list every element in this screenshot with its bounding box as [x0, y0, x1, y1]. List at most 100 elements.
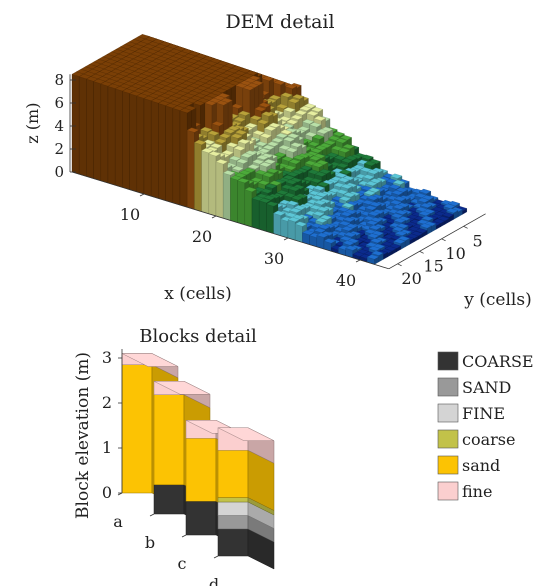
dem-cell-top — [396, 223, 409, 229]
dem-cell-top — [230, 103, 244, 109]
dem-cell-top — [368, 187, 381, 193]
dem-cell-front — [115, 88, 123, 188]
dem-cell-front — [172, 108, 181, 206]
dem-z-label: z (m) — [23, 103, 42, 144]
dem-x-tick — [211, 215, 217, 219]
dem-cell-top — [282, 136, 296, 142]
dem-cell-front — [208, 153, 217, 217]
block-segment-sand-d — [217, 515, 249, 530]
dem-cell-top — [258, 102, 271, 108]
dem-cell-top — [136, 93, 149, 99]
dem-y-axis-line — [388, 213, 486, 270]
dem-x-tick-label: 30 — [264, 249, 284, 268]
dem-cell-top — [340, 211, 353, 217]
dem-y-tick-label: 20 — [401, 269, 421, 288]
dem-cell-top — [233, 145, 246, 151]
dem-cell-top — [194, 139, 207, 145]
dem-cell-top — [364, 205, 378, 211]
dem-cell-top — [443, 203, 456, 209]
dem-cell-top — [259, 133, 272, 139]
dem-cell-front — [194, 142, 202, 212]
dem-cell-top — [250, 177, 263, 183]
dem-cell-top — [312, 211, 325, 217]
dem-cell-top — [249, 115, 262, 121]
dem-cell-top — [368, 224, 382, 231]
dem-cell-top — [338, 147, 351, 153]
dem-cell-top — [264, 183, 278, 189]
dem-cell-top — [230, 175, 243, 181]
dem-cell-top — [230, 133, 243, 139]
dem-cell-top — [314, 199, 327, 206]
legend-swatch-fine — [437, 481, 459, 501]
dem-cell-top — [235, 82, 248, 88]
blocks-x-tick — [213, 555, 219, 559]
dem-cell-top — [334, 172, 348, 178]
dem-cell-top — [143, 95, 156, 101]
dem-cell-top — [342, 216, 356, 222]
dem-cell-top — [389, 199, 402, 205]
dem-cell-front — [122, 91, 130, 190]
dem-cell-top — [313, 227, 326, 233]
blocks-x-tick — [149, 513, 155, 517]
dem-cell-top — [421, 215, 434, 221]
dem-cell-front — [143, 98, 152, 197]
dem-cell-top — [216, 100, 229, 106]
dem-cell-top — [280, 129, 293, 135]
dem-cell-top — [276, 103, 289, 109]
dem-cell-top — [283, 192, 296, 198]
dem-cell-top — [394, 196, 407, 202]
dem-cell-top — [287, 217, 300, 223]
dem-cell-top — [366, 254, 380, 260]
dem-title: DEM detail — [225, 11, 334, 33]
dem-cell-top — [287, 133, 300, 139]
dem-cell-top — [288, 186, 301, 192]
dem-cell-top — [201, 148, 214, 154]
dem-cell-top — [310, 178, 323, 184]
legend-label: SAND — [462, 378, 511, 397]
dem-cell-top — [316, 128, 329, 135]
dem-cell-top — [204, 100, 217, 106]
dem-cell-top — [312, 134, 325, 140]
dem-cell-front — [93, 81, 101, 182]
dem-cell-top — [290, 142, 303, 148]
dem-x-tick-label: 40 — [336, 271, 356, 290]
dem-cell-top — [446, 208, 459, 214]
dem-cell-top — [314, 171, 327, 177]
dem-cell-top — [292, 94, 305, 100]
dem-cell-top — [263, 195, 276, 201]
dem-cell-top — [335, 138, 348, 144]
dem-cell-top — [202, 139, 216, 145]
dem-x-tick-label: 20 — [192, 227, 212, 246]
block-segment-sand-a — [121, 364, 153, 494]
dem-cell-top — [258, 198, 272, 204]
dem-cell-top — [285, 179, 298, 185]
dem-cell-top — [223, 128, 236, 134]
block-segment-sand-d — [217, 450, 249, 498]
dem-cell-top — [317, 181, 330, 187]
dem-cell-top — [310, 148, 323, 154]
dem-cell-top — [338, 220, 351, 226]
dem-cell-front — [79, 76, 87, 177]
dem-surface — [71, 34, 468, 265]
dem-cell-top — [266, 168, 279, 174]
dem-cell-top — [390, 213, 404, 219]
dem-cell-top — [392, 226, 405, 232]
block-top-b — [153, 381, 211, 395]
dem-cell-top — [395, 209, 408, 215]
dem-cell-top — [343, 192, 356, 198]
blocks-y-tick-label: 1 — [102, 438, 112, 457]
dem-cell-top — [256, 154, 269, 160]
dem-cell-top — [238, 110, 251, 116]
dem-cell-top — [172, 105, 185, 111]
dem-cell-top — [339, 135, 352, 141]
dem-cell-top — [367, 233, 380, 239]
dem-cell-top — [344, 231, 357, 238]
dem-cell-top — [100, 81, 113, 87]
dem-cell-top — [363, 190, 376, 196]
dem-cell-top — [397, 235, 410, 241]
dem-cell-top — [285, 147, 298, 153]
